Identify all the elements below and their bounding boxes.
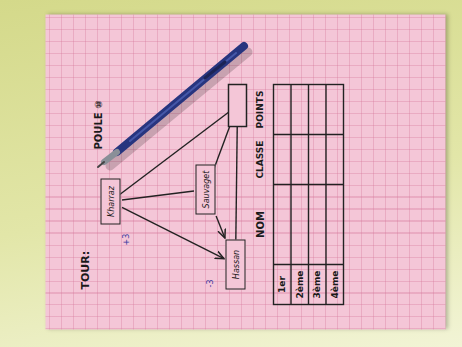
sheet-heading: POULE ⑩ [92, 90, 103, 150]
pool-line [110, 106, 237, 202]
player-name: Kharraz [106, 186, 115, 217]
table-header: CLASSE [254, 135, 264, 185]
sheet-heading: TOUR: [78, 240, 91, 290]
player-name: Sauvaget [201, 171, 210, 209]
rank-cell: 4ème [329, 265, 339, 305]
rank-cell: 1er [276, 265, 286, 305]
rank-cell: 2ème [294, 265, 304, 305]
player-name: Hassan [231, 250, 240, 279]
match-line [122, 191, 194, 200]
player-box: Sauvaget [195, 165, 215, 215]
rank-cell: 3ème [311, 265, 321, 305]
empty-box [228, 85, 246, 127]
spacer [97, 86, 111, 100]
player-box: Hassan [225, 240, 245, 290]
player-box: Kharraz [100, 179, 120, 225]
match-line [122, 207, 224, 258]
table-header: POINTS [254, 85, 264, 135]
paper-sheet: Kharraz SauvagetHassan TOUR: POULE ⑩ +3 -3 NOM… [45, 15, 445, 330]
match-line [216, 216, 225, 238]
score-table [273, 85, 343, 305]
score-note: +3 [121, 230, 130, 250]
table-header: NOM [254, 185, 265, 265]
score-note: -3 [205, 274, 214, 294]
